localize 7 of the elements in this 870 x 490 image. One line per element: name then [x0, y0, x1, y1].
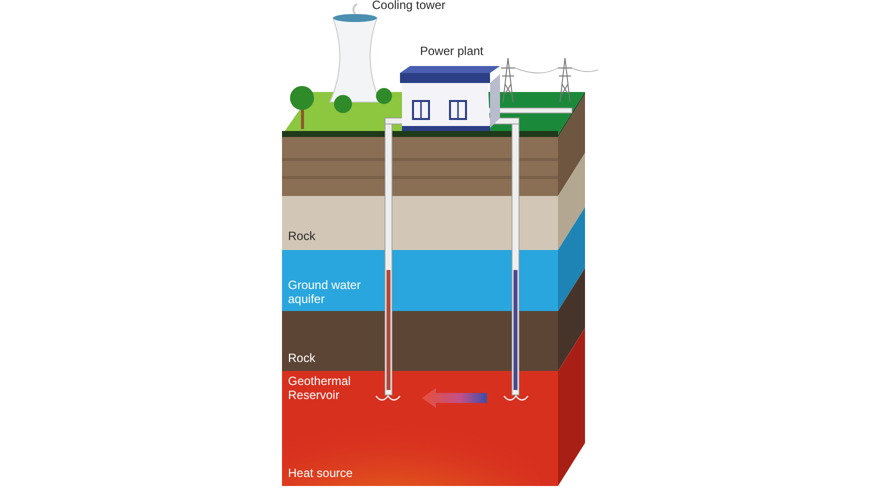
layer-label: Ground water aquifer [288, 278, 362, 306]
callout-label: Power plant [420, 44, 484, 58]
layer-label: Rock [288, 351, 316, 365]
layer-label: Heat source [288, 466, 354, 480]
callout-label: Cooling tower [372, 0, 446, 12]
layer-label: Rock [288, 229, 316, 243]
layer-label: Geothermal Reservoir [288, 374, 352, 402]
